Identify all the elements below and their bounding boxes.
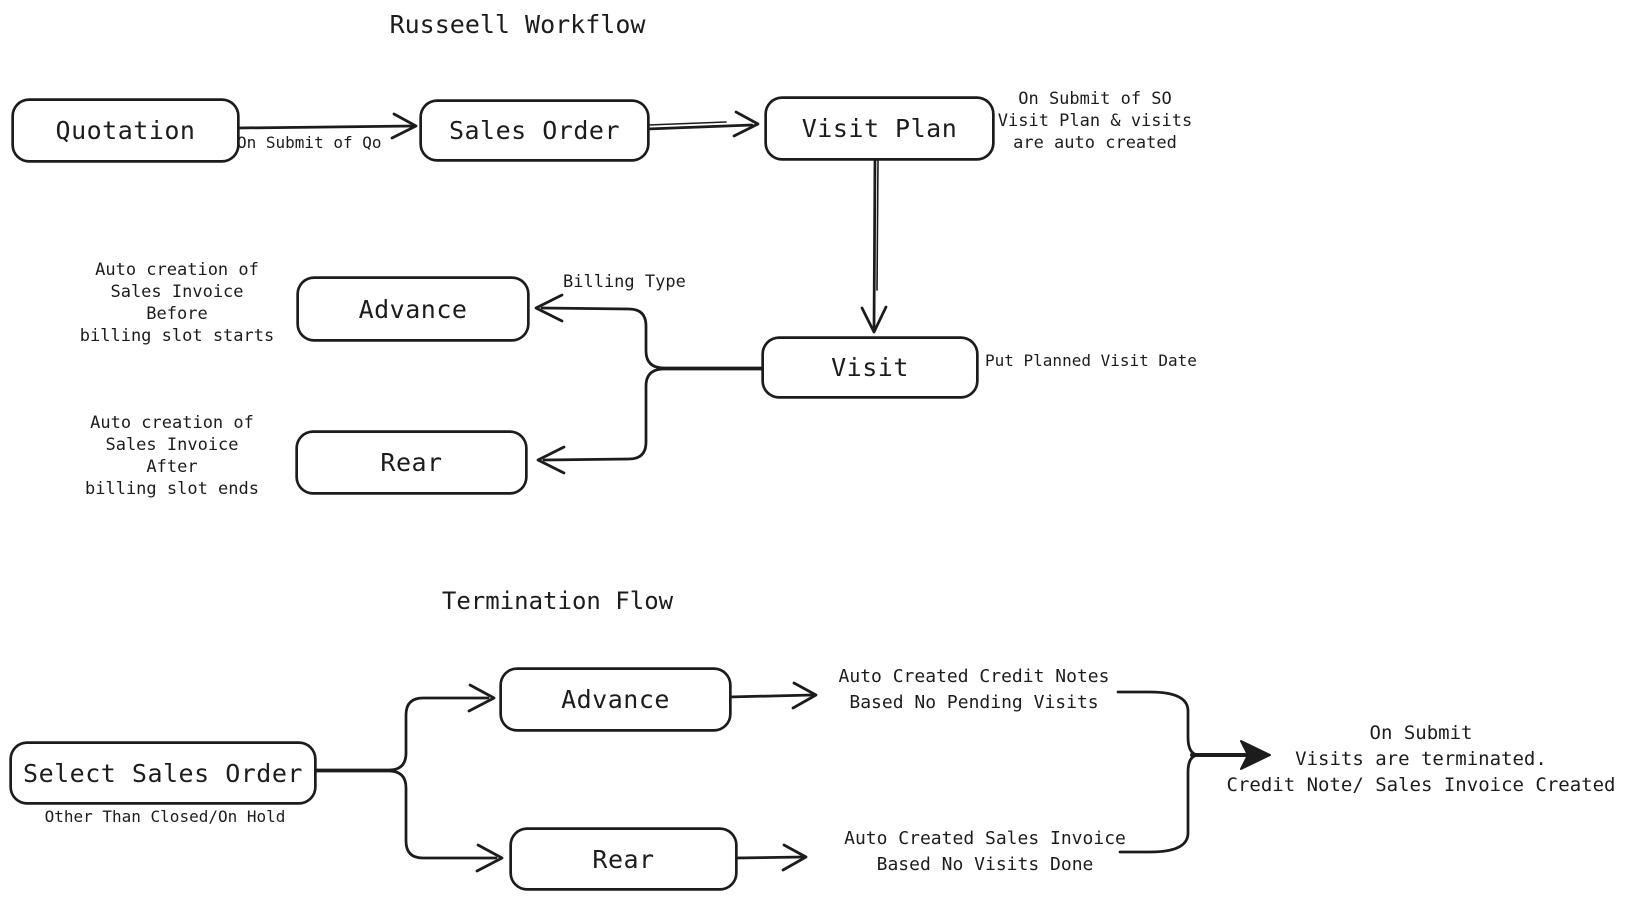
note-on-submit-final-line2: Visits are terminated. xyxy=(1295,748,1547,770)
note-advance-auto-line3: Before xyxy=(146,304,208,324)
note-billing-type: Billing Type xyxy=(563,272,686,292)
note-other-than-closed: Other Than Closed/On Hold xyxy=(44,807,286,826)
arrow-quotation-to-sales-order xyxy=(236,124,414,130)
note-advance-auto-line4: billing slot starts xyxy=(79,326,275,346)
node-rear-billing-label: Rear xyxy=(380,448,443,477)
node-advance-billing: Advance xyxy=(297,277,529,341)
note-rear-auto-line3: After xyxy=(146,457,198,477)
note-auto-sales-invoice-line2: Based No Visits Done xyxy=(876,854,1094,875)
arrow-advance-to-credit-note xyxy=(727,693,814,699)
connector-select-to-rear-head xyxy=(475,843,504,873)
arrow-visit-plan-to-visit-head xyxy=(860,305,888,334)
arrow-rear-to-sales-invoice-head xyxy=(781,843,808,872)
note-on-submit-qo: On Submit of Qo xyxy=(237,133,382,152)
node-quotation-label: Quotation xyxy=(55,116,196,145)
note-advance-auto-creation: Auto creation of Sales Invoice Before bi… xyxy=(52,259,302,347)
arrow-visit-plan-to-visit xyxy=(872,155,877,331)
connector-select-to-advance-head xyxy=(467,683,496,713)
node-select-sales-order: Select Sales Order xyxy=(10,742,316,804)
note-rear-auto-line4: billing slot ends xyxy=(85,479,259,499)
connector-visit-to-advance xyxy=(540,306,764,370)
arrow-rear-to-sales-invoice xyxy=(733,855,804,860)
arrow-advance-to-credit-note-head xyxy=(791,681,818,710)
termination-title: Termination Flow xyxy=(441,587,674,615)
node-visit: Visit xyxy=(762,337,978,398)
node-visit-plan: Visit Plan xyxy=(765,97,994,160)
arrow-sales-order-to-visit-plan-head xyxy=(732,110,760,138)
arrow-merge-to-final-head xyxy=(1240,740,1271,770)
note-put-planned-visit-date: Put Planned Visit Date xyxy=(985,351,1197,370)
note-rear-auto-line1: Auto creation of xyxy=(90,413,254,433)
connector-select-to-rear xyxy=(310,769,498,860)
connector-visit-to-advance-head xyxy=(534,293,564,323)
note-visit-plan-auto-line1: On Submit of SO xyxy=(1018,89,1172,109)
node-rear-billing: Rear xyxy=(296,431,527,494)
note-auto-sales-invoice-line1: Auto Created Sales Invoice xyxy=(844,828,1126,849)
connector-visit-to-rear-head xyxy=(536,445,566,475)
node-visit-label: Visit xyxy=(831,353,909,382)
connector-select-to-advance xyxy=(310,696,490,772)
node-sales-order: Sales Order xyxy=(420,100,649,161)
node-rear-termination-label: Rear xyxy=(592,844,655,874)
note-rear-auto-line2: Sales Invoice xyxy=(105,435,239,455)
connector-visit-to-rear xyxy=(542,367,764,462)
arrow-sales-order-to-visit-plan-double xyxy=(647,121,727,126)
note-auto-credit-notes-line1: Auto Created Credit Notes xyxy=(838,666,1110,687)
node-sales-order-label: Sales Order xyxy=(448,116,621,145)
arrow-sales-order-to-visit-plan xyxy=(645,123,754,131)
note-auto-sales-invoice: Auto Created Sales Invoice Based No Visi… xyxy=(835,826,1135,878)
note-rear-auto-creation: Auto creation of Sales Invoice After bil… xyxy=(47,412,297,500)
note-auto-credit-notes-line2: Based No Pending Visits xyxy=(849,692,1099,713)
note-on-submit-final-line3: Credit Note/ Sales Invoice Created xyxy=(1226,774,1616,796)
node-advance-billing-label: Advance xyxy=(358,294,468,324)
node-advance-termination-label: Advance xyxy=(561,685,670,714)
note-visit-plan-auto-line2: Visit Plan & visits xyxy=(997,111,1193,131)
note-visit-plan-auto-line3: are auto created xyxy=(1013,133,1177,153)
note-auto-credit-notes: Auto Created Credit Notes Based No Pendi… xyxy=(824,664,1124,716)
node-advance-termination: Advance xyxy=(500,668,731,731)
arrow-quotation-to-sales-order-head xyxy=(390,112,418,140)
connector-merge-top xyxy=(1116,690,1200,757)
node-rear-termination: Rear xyxy=(510,828,737,890)
node-quotation: Quotation xyxy=(12,99,239,162)
arrow-visit-plan-to-visit-double xyxy=(876,159,879,291)
note-visit-plan-auto: On Submit of SO Visit Plan & visits are … xyxy=(945,88,1245,154)
node-select-sales-order-label: Select Sales Order xyxy=(23,758,303,788)
workflow-title: Russeell Workflow xyxy=(389,10,646,39)
note-advance-auto-line1: Auto creation of xyxy=(95,260,259,280)
connector-merge-bottom xyxy=(1118,753,1200,854)
note-on-submit-final: On Submit Visits are terminated. Credit … xyxy=(1225,720,1617,798)
note-advance-auto-line2: Sales Invoice xyxy=(110,282,244,302)
note-on-submit-final-line1: On Submit xyxy=(1369,722,1473,744)
node-visit-plan-label: Visit Plan xyxy=(801,114,958,143)
